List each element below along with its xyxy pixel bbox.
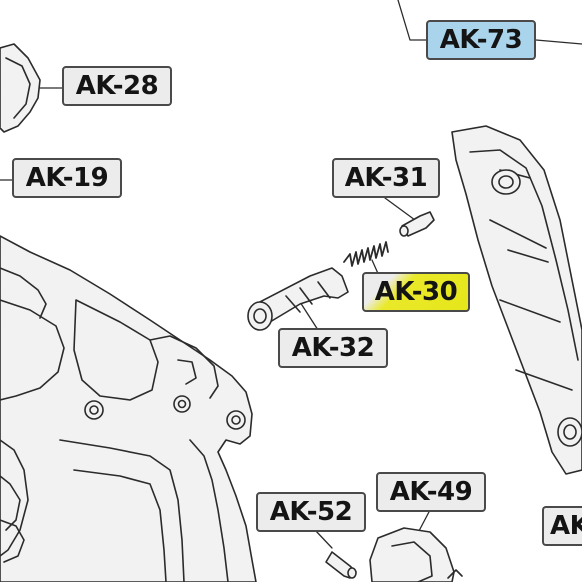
part-ak-52	[325, 551, 357, 579]
callout-ak-28: AK-28	[62, 66, 172, 106]
part-grip-panel	[451, 125, 582, 475]
leader-ak-31	[384, 197, 416, 221]
callout-ak-52: AK-52	[256, 492, 366, 532]
leader-ak-73-right	[535, 39, 582, 45]
part-ak-31	[399, 211, 435, 237]
part-frame	[0, 235, 257, 582]
leader-ak-32	[299, 301, 319, 331]
callout-ak-32: AK-32	[278, 328, 388, 368]
part-ak-49	[369, 527, 463, 582]
leader-ak-73	[397, 0, 429, 41]
part-ak-32	[247, 267, 349, 331]
callout-ak-19: AK-19	[12, 158, 122, 198]
part-ak-28	[0, 43, 41, 133]
callout-ak-30: AK-30	[362, 272, 470, 312]
callout-ak-31: AK-31	[332, 158, 440, 198]
part-ak-30	[343, 241, 389, 267]
callout-ak-partial: AK	[542, 506, 582, 546]
leader-ak-52	[314, 529, 333, 549]
callout-ak-73: AK-73	[426, 20, 536, 60]
callout-ak-49: AK-49	[376, 472, 486, 512]
